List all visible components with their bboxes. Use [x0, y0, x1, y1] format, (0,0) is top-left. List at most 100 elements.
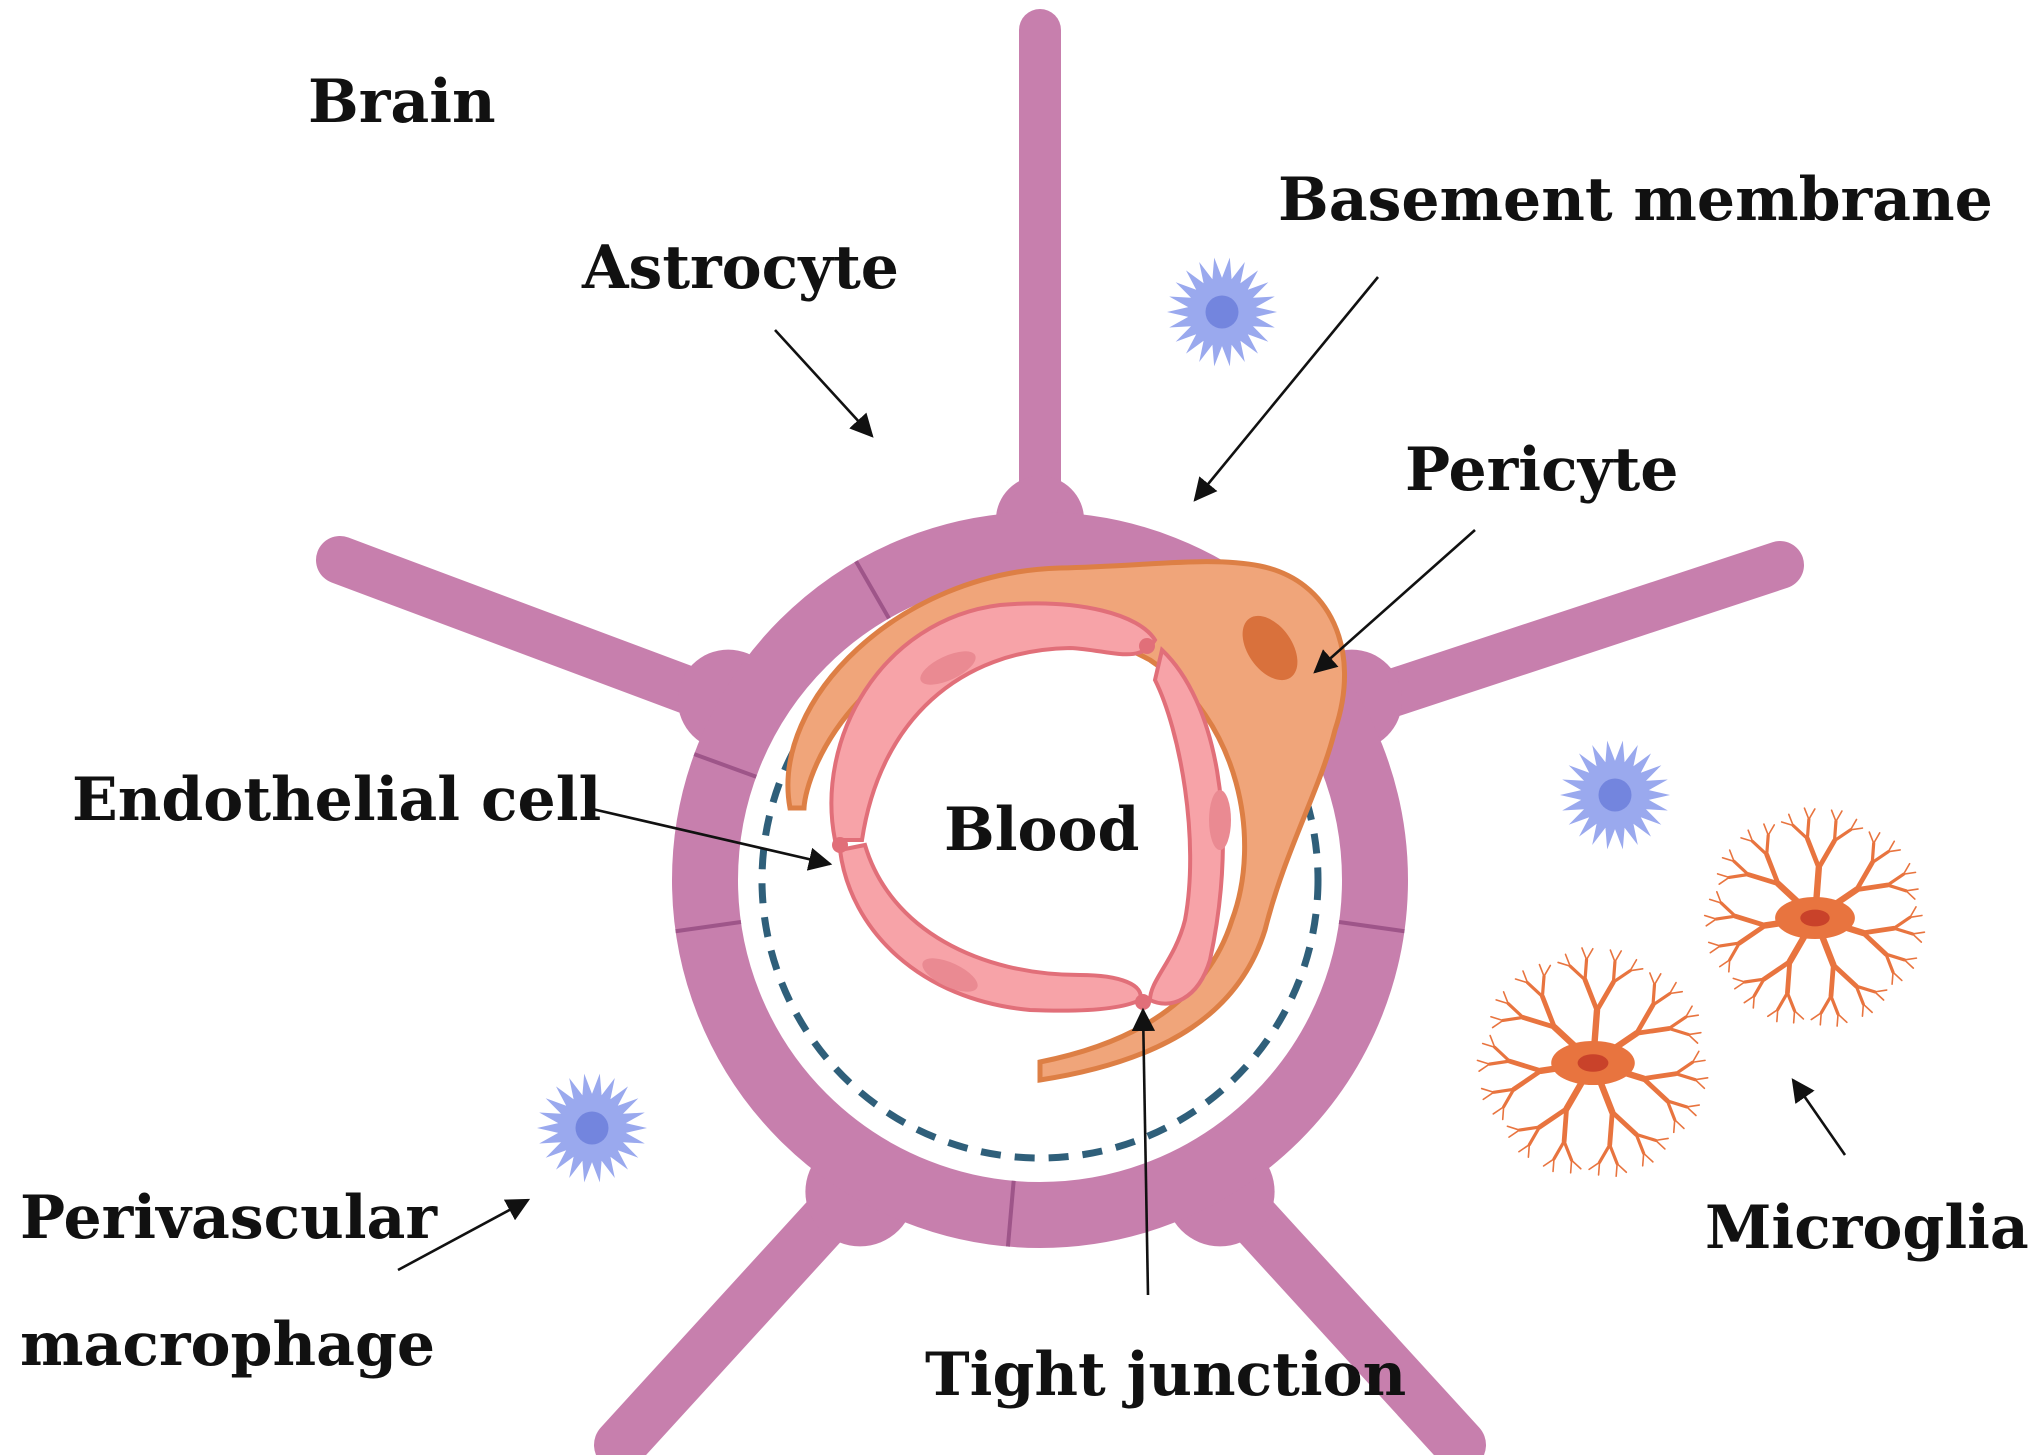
- microglia-branch: [1743, 977, 1766, 984]
- microglia-branch: [1482, 1091, 1495, 1101]
- endothelial-nucleus: [1209, 790, 1231, 850]
- microglia-branch: [1911, 931, 1926, 935]
- microglia-branch: [1854, 860, 1875, 893]
- label-basement-membrane: Basement membrane: [1278, 165, 1993, 235]
- microglia-branch: [1540, 994, 1557, 1030]
- microglia-branch: [1616, 1162, 1628, 1174]
- microglia-branch: [1651, 983, 1657, 1007]
- microglia-branch: [1668, 990, 1684, 995]
- microglia-branch: [1787, 813, 1794, 827]
- microglia-branch: [1582, 977, 1600, 1013]
- astrocyte-endfeet: [316, 9, 1804, 1455]
- microglia-branch: [1719, 901, 1737, 918]
- microglia-branch: [1830, 809, 1837, 823]
- microglia-branch: [1709, 945, 1721, 954]
- microglia-branch: [1651, 991, 1672, 1007]
- microglia-branch: [1832, 819, 1838, 843]
- microglia-branch: [1561, 1106, 1569, 1144]
- microglia-branch: [1718, 876, 1730, 886]
- microglia-cell: [1703, 807, 1926, 1027]
- microglia-branch: [1491, 1019, 1504, 1029]
- microglia-branch: [1537, 1106, 1569, 1130]
- microglia-branch: [1685, 1104, 1701, 1108]
- tight-junction-dot: [832, 837, 848, 853]
- microglia-branch: [1520, 1015, 1557, 1030]
- endothelial-nucleus: [922, 958, 978, 992]
- microglia-branch: [1481, 1042, 1496, 1049]
- astrocyte-process: [1301, 541, 1804, 739]
- microglia-branch: [1909, 914, 1923, 919]
- label-macrophage: macrophage: [20, 1310, 435, 1380]
- microglia-branch: [1527, 1143, 1531, 1159]
- microglia-branch: [1480, 1087, 1495, 1094]
- microglia-branch: [1708, 898, 1722, 904]
- microglia-branch: [1716, 890, 1722, 904]
- microglia-branch: [1502, 1087, 1516, 1109]
- microglia-branch: [1568, 964, 1587, 982]
- microglia-branch: [1614, 950, 1623, 963]
- microglia-branch: [1641, 1071, 1679, 1082]
- arrow-microglia: [1791, 1078, 1847, 1156]
- endothelial-layer: [829, 601, 1231, 1013]
- microglia-branch: [1854, 984, 1877, 994]
- microglia-branch: [1736, 923, 1768, 946]
- microglia-branch: [1763, 823, 1770, 837]
- microglia-branch: [1506, 1002, 1525, 1020]
- microglia-branch: [1752, 995, 1756, 1009]
- microglia-branch: [1836, 1013, 1839, 1027]
- arrow-endothelial-cell: [587, 806, 833, 871]
- microglia-branch: [1862, 1003, 1873, 1014]
- microglia-branch: [1776, 1008, 1779, 1023]
- label-pericyte: Pericyte: [1405, 435, 1678, 505]
- microglia-branch: [1562, 1139, 1574, 1162]
- microglia-cells: [1476, 807, 1926, 1178]
- microglia-branch: [1594, 979, 1616, 1013]
- microglia-branch: [1808, 808, 1816, 821]
- microglia-branch: [1609, 949, 1616, 963]
- microglia-branch: [1707, 941, 1721, 947]
- pointer-arrows: [397, 276, 1847, 1296]
- microglia-branch: [1501, 1015, 1525, 1023]
- microglia-branch: [1885, 872, 1906, 887]
- microglia-branch: [1728, 849, 1735, 863]
- microglia-branch: [1538, 963, 1545, 978]
- microglia-branch: [1902, 862, 1911, 875]
- macrophage-nucleus: [1598, 778, 1632, 812]
- microglia-branch: [1718, 959, 1731, 968]
- microglia-branch: [1792, 1010, 1796, 1024]
- microglia-branch: [1492, 1106, 1505, 1115]
- microglia-branch: [1776, 991, 1790, 1012]
- microglia-branch: [1828, 962, 1836, 999]
- microglia-branch: [1829, 994, 1840, 1016]
- microglia-branch: [1903, 957, 1918, 961]
- microglia-branch: [1810, 1012, 1823, 1021]
- microglia-branch: [1667, 1026, 1691, 1037]
- microglia-branch: [1508, 1129, 1521, 1138]
- microglia-branch: [1674, 1072, 1697, 1082]
- microglia-branch: [1641, 1152, 1645, 1167]
- microglia-branch: [1495, 999, 1509, 1005]
- microglia-branch: [1761, 959, 1793, 982]
- microglia-branch: [1569, 1159, 1573, 1174]
- microglia-branch: [1673, 1119, 1685, 1130]
- microglia-branch: [1629, 958, 1638, 972]
- endfoot-gap: [693, 752, 757, 779]
- microglia-branch: [1734, 981, 1746, 990]
- endfoot-gap: [675, 920, 742, 934]
- microglia-branch: [1705, 918, 1717, 927]
- microglia-branch: [1892, 915, 1912, 930]
- microglia-branch: [1607, 1109, 1615, 1148]
- microglia-branch: [1849, 818, 1858, 831]
- microglia-branch: [1785, 991, 1797, 1013]
- tight-junction-dot: [1139, 638, 1155, 654]
- microglia-branch: [1511, 1068, 1544, 1092]
- microglia-branch: [1911, 933, 1923, 943]
- microglia-branch: [1816, 838, 1837, 871]
- endfoot-gap: [1005, 1180, 1016, 1247]
- endfoot-gap: [1338, 920, 1405, 934]
- microglia-branch: [1750, 839, 1769, 857]
- tight-junction-dot: [1135, 994, 1151, 1010]
- label-microglia: Microglia: [1705, 1193, 2029, 1263]
- microglia-branch: [1552, 1139, 1566, 1161]
- microglia-branch: [1653, 972, 1662, 986]
